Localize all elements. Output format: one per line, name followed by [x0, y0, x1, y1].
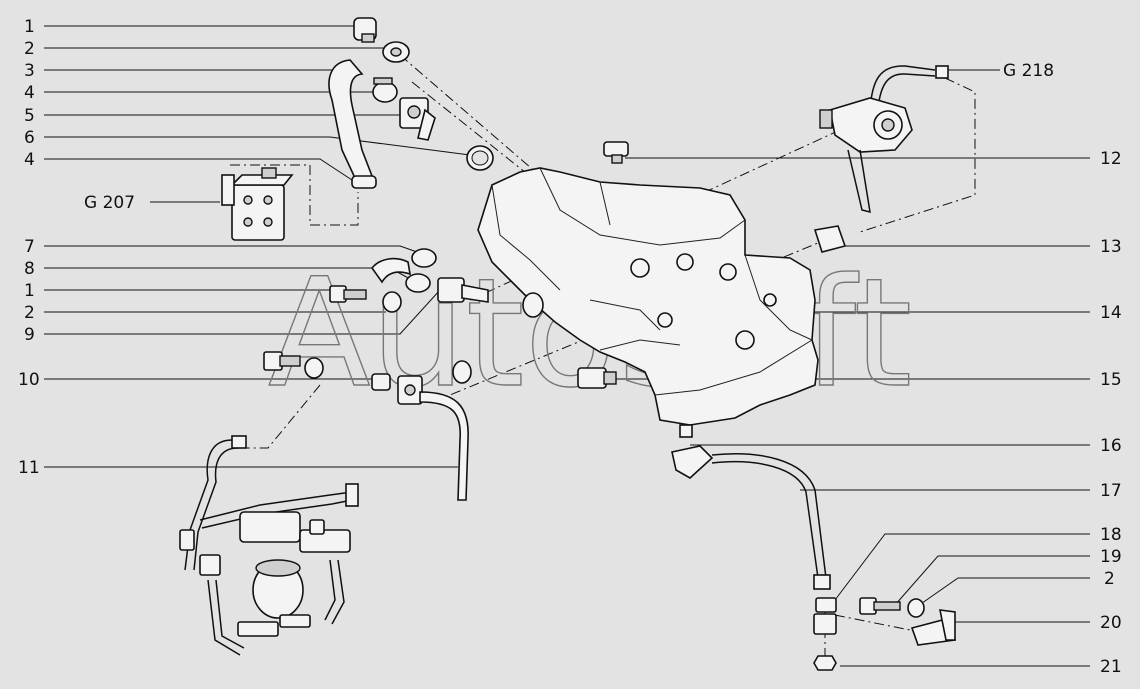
callout-right-21: 21 [1100, 657, 1122, 677]
callout-left-1b: 1 [24, 281, 35, 301]
g218-actuator [819, 65, 949, 214]
part-20-bracket [910, 609, 956, 646]
part-4-clamp-lower [351, 175, 377, 189]
part-9-adapter [437, 277, 544, 318]
group-label-g207: G 207 [84, 193, 135, 213]
part-1-bolt-mid [329, 285, 367, 303]
part-1-plug-top [353, 17, 377, 43]
hydraulic-unit [179, 435, 359, 656]
callout-left-2: 2 [24, 39, 35, 59]
callout-right-2: 2 [1104, 569, 1115, 589]
part-4-clamp-top [372, 77, 398, 103]
callout-right-16: 16 [1100, 436, 1122, 456]
part-8-clamp [405, 273, 431, 293]
callout-left-1: 1 [24, 17, 35, 37]
part-2-washer-lower [907, 598, 925, 618]
callout-left-11: 11 [18, 458, 40, 478]
callout-left-9: 9 [24, 325, 35, 345]
part-3-hose-top [328, 59, 374, 179]
part-19-bolt [859, 597, 901, 615]
part-18-union [813, 597, 837, 635]
part-10-bolt [263, 351, 472, 405]
callout-left-7: 7 [24, 237, 35, 257]
callout-labels-right: G 218 12 13 14 15 16 17 18 19 2 20 21 [1003, 61, 1122, 677]
callout-left-4b: 4 [24, 150, 35, 170]
part-13-plug [813, 225, 847, 253]
part-15-sensor [577, 367, 617, 389]
part-2-washer-top [382, 41, 410, 63]
callout-left-6: 6 [24, 128, 35, 148]
callout-left-3: 3 [24, 61, 35, 81]
part-11-hose-long [419, 391, 469, 501]
callout-right-14: 14 [1100, 303, 1122, 323]
group-label-g218: G 218 [1003, 61, 1054, 81]
callout-right-15: 15 [1100, 370, 1122, 390]
part-5-flange [399, 97, 436, 141]
part-2-washer-mid [382, 291, 402, 313]
callout-left-8: 8 [24, 259, 35, 279]
callout-right-19: 19 [1100, 547, 1122, 567]
callout-right-12: 12 [1100, 149, 1122, 169]
gearbox-housing [477, 167, 819, 426]
part-7-hose-short [370, 248, 437, 284]
part-17-pipe [711, 453, 831, 590]
callout-left-5: 5 [24, 106, 35, 126]
callout-right-20: 20 [1100, 613, 1122, 633]
part-6-o-ring [466, 145, 494, 171]
g207-valve-block [221, 167, 294, 241]
leader-lines-left [44, 25, 471, 468]
callout-right-18: 18 [1100, 525, 1122, 545]
callout-right-17: 17 [1100, 481, 1122, 501]
callout-left-4: 4 [24, 83, 35, 103]
callout-left-2b: 2 [24, 303, 35, 323]
part-12-breather-cap [603, 141, 629, 164]
callout-labels-left: 1 2 3 4 5 6 4 7 8 1 2 9 10 11 G 207 [18, 17, 135, 478]
callout-right-13: 13 [1100, 237, 1122, 257]
part-16-elbow [671, 424, 714, 479]
part-21-nut [813, 655, 837, 671]
callout-left-10: 10 [18, 370, 40, 390]
